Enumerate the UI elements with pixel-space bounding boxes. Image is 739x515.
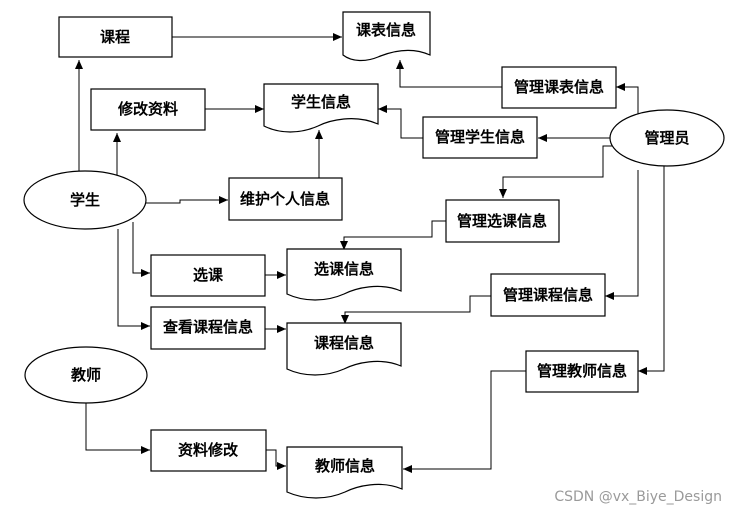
edge-student-view-course [117,229,150,330]
process-view-course: 查看课程信息 [150,306,266,350]
process-manage-schedule-label: 管理课表信息 [514,78,604,96]
process-select-course: 选课 [150,254,266,297]
doc-course-info-label: 课程信息 [314,334,374,352]
process-manage-course-label: 管理课程信息 [503,286,593,304]
process-course: 课程 [58,16,173,58]
actor-admin: 管理员 [609,109,725,167]
doc-schedule-info: 课表信息 [342,11,431,62]
process-course-label: 课程 [100,28,130,46]
process-teacher-edit: 资料修改 [150,429,267,472]
process-edit-profile: 修改资料 [90,88,206,131]
process-manage-selection-label: 管理选课信息 [457,212,547,230]
edges [75,33,665,473]
edge-edit-teacherinfo [266,449,286,470]
doc-student-info-label: 学生信息 [291,93,351,111]
edge-manage-student-studentinfo [378,105,423,139]
process-manage-teacher-label: 管理教师信息 [537,362,627,380]
doc-teacher-info: 教师信息 [286,446,403,499]
process-manage-student: 管理学生信息 [422,116,538,159]
edge-admin-manage-teacher [638,165,665,375]
edge-admin-manage-select [499,145,612,198]
actor-teacher: 教师 [24,346,148,404]
doc-teacher-info-label: 教师信息 [314,457,375,475]
doc-selection-info-label: 选课信息 [314,260,374,278]
edge-manage-teacher-teacherinfo [403,370,526,473]
actor-teacher-label: 教师 [70,366,101,384]
edge-student-select [132,222,150,277]
edge-admin-manage-schedule [616,83,639,116]
process-manage-selection: 管理选课信息 [445,199,560,243]
watermark: CSDN @vx_Biye_Design [554,489,722,505]
edge-manage-select-selectinfo [340,220,446,250]
edge-manage-schedule-schedule [396,60,502,88]
actor-student-label: 学生 [70,191,100,209]
doc-course-info: 课程信息 [286,322,402,376]
process-select-course-label: 选课 [193,266,224,284]
edge-student-maintain [146,196,228,204]
doc-schedule-info-label: 课表信息 [356,21,416,39]
doc-student-info: 学生信息 [263,83,379,133]
process-manage-teacher: 管理教师信息 [525,350,639,393]
process-manage-schedule: 管理课表信息 [501,66,617,109]
process-edit-profile-label: 修改资料 [117,100,178,118]
edge-manage-course-courseinfo [341,295,491,324]
actor-admin-label: 管理员 [644,129,689,147]
process-maintain-personal: 维护个人信息 [228,177,343,221]
process-teacher-edit-label: 资料修改 [178,441,239,459]
actor-student: 学生 [23,170,147,230]
process-maintain-personal-label: 维护个人信息 [240,190,330,208]
process-view-course-label: 查看课程信息 [163,318,253,336]
process-manage-course: 管理课程信息 [490,273,606,317]
doc-selection-info: 选课信息 [286,248,402,301]
edge-teacher-edit [85,402,150,454]
process-manage-student-label: 管理学生信息 [435,128,525,146]
edge-admin-manage-course [605,170,639,300]
